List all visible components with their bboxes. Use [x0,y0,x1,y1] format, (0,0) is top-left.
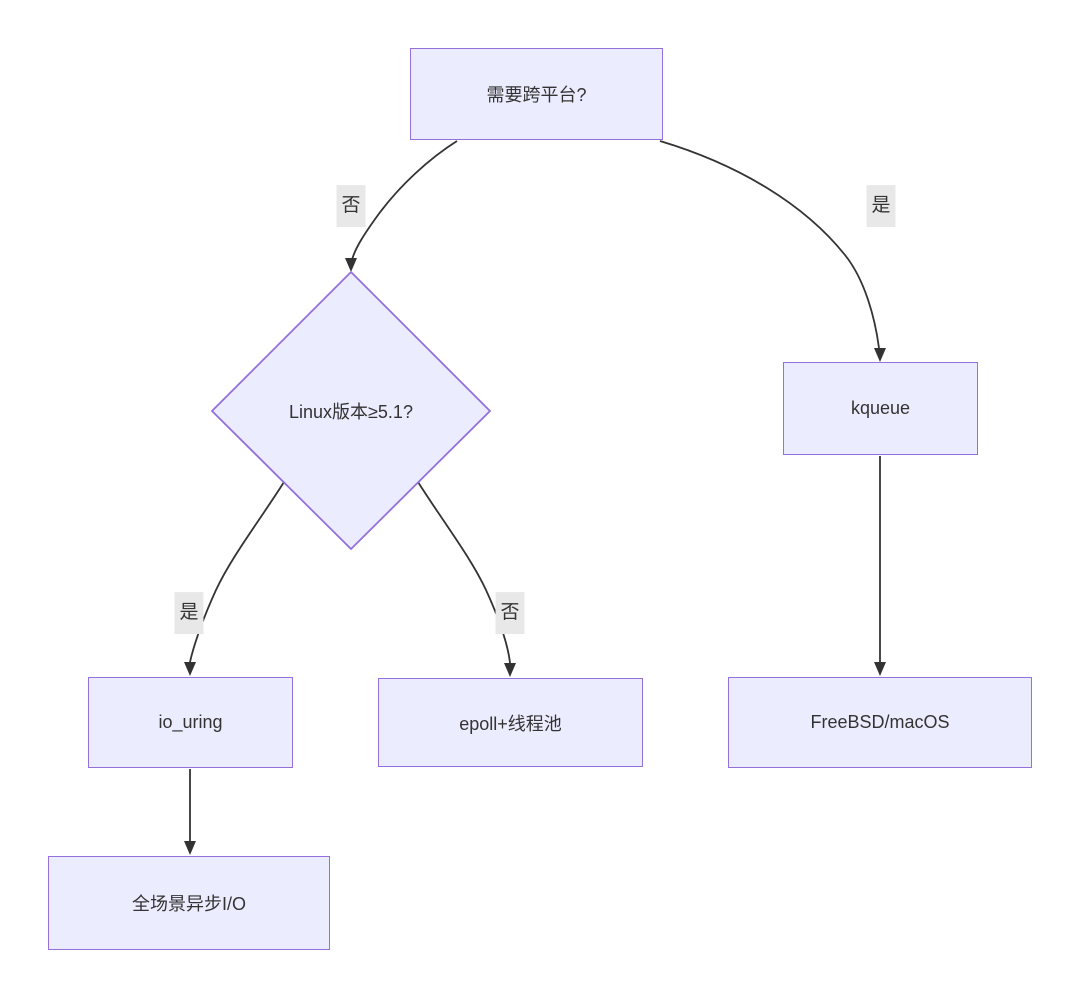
arrowhead-icon [874,348,886,362]
arrowhead-icon [184,662,196,676]
arrowhead-icon [874,662,886,676]
node-kqueue: kqueue [783,362,978,455]
node-full-async: 全场景异步I/O [48,856,330,950]
arrowhead-icon [504,663,516,677]
node-epoll-pool: epoll+线程池 [378,678,643,767]
edge-label-no-linux: 否 [495,592,525,634]
node-root: 需要跨平台? [410,48,663,140]
edge-linux-version-to-epoll [417,481,511,664]
arrowhead-icon [345,258,357,272]
edge-label-yes-linux: 是 [174,592,204,634]
arrowhead-icon [184,841,196,855]
node-freebsd-macos: FreeBSD/macOS [728,677,1032,768]
node-kqueue-label: kqueue [850,398,911,418]
edge-label-yes-root: 是 [866,185,896,227]
node-full-async-label: 全场景异步I/O [131,894,246,914]
node-epoll-pool-label: epoll+线程池 [459,713,562,734]
edge-linux-version-to-io-uring [189,481,285,663]
edge-root-to-linux-version [351,140,458,261]
node-io-uring-label: io_uring [158,712,223,732]
node-root-label: 需要跨平台? [486,85,587,105]
edge-root-to-kqueue [659,140,880,349]
node-io-uring: io_uring [88,677,293,768]
node-freebsd-macos-label: FreeBSD/macOS [810,712,950,732]
node-linux-version-shape [210,270,492,551]
edge-label-no-root: 否 [336,185,366,227]
